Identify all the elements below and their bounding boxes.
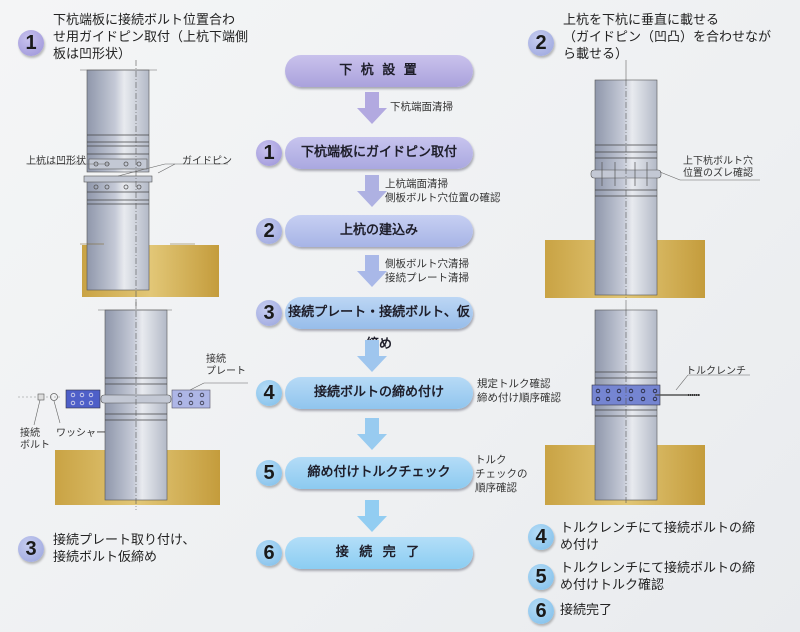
step-3-caption: 接続プレート取り付け、 接続ボルト仮締め <box>53 533 196 565</box>
down-arrow-icon <box>357 175 387 207</box>
flow-step-pile-install: 下 杭 設 置 <box>285 55 473 87</box>
flow-step-6-badge: 6 <box>256 540 282 566</box>
bolt-icon <box>37 393 45 401</box>
label-bolt-hole-check: 上下杭ボルト穴 位置のズレ確認 <box>683 156 753 179</box>
down-arrow-icon <box>357 92 387 124</box>
arrow-note-1: 下杭端面清掃 <box>390 101 453 113</box>
step-1-illustration <box>28 60 228 310</box>
list-item-4-badge: 4 <box>528 524 554 550</box>
flow-step-4-badge: 4 <box>256 380 282 406</box>
arrow-note-3: 側板ボルト穴清掃 接続プレート清掃 <box>385 258 469 284</box>
side-note-step-4: 規定トルク確認 締め付け順序確認 <box>477 378 561 404</box>
flow-step-1: 下杭端板にガイドピン取付 <box>285 137 473 169</box>
step-2-caption: 上杭を下杭に垂直に載せる （ガイドピン（凹凸）を合わせなが ら載せる） <box>563 13 772 62</box>
step-2-illustration <box>545 60 760 300</box>
step-1-caption: 下杭端板に接続ボルト位置合わ せ用ガイドピン取付（上杭下端側 板は凹形状） <box>53 13 249 62</box>
washer-icon <box>50 393 58 401</box>
connection-plate-left <box>65 389 101 409</box>
arrow-note-2: 上杭端面清掃 側板ボルト穴位置の確認 <box>385 178 501 204</box>
label-connection-plate: 接続 プレート <box>206 354 246 377</box>
label-torque-wrench: トルクレンチ <box>686 366 746 377</box>
step-2-badge: 2 <box>528 30 554 56</box>
list-item-5-text: トルクレンチにて接続ボルトの締 め付けトルク確認 <box>560 561 756 593</box>
label-guide-pin: ガイドピン <box>182 156 232 167</box>
label-connection-bolt: 接続 ボルト <box>20 428 50 451</box>
list-item-5-badge: 5 <box>528 564 554 590</box>
step-3-badge: 3 <box>18 536 44 562</box>
down-arrow-icon <box>357 340 387 372</box>
step-3-illustration <box>18 300 248 510</box>
flow-step-6: 接 続 完 了 <box>285 537 473 569</box>
down-arrow-icon <box>357 418 387 450</box>
flow-step-1-badge: 1 <box>256 140 282 166</box>
flow-step-2-badge: 2 <box>256 218 282 244</box>
down-arrow-icon <box>357 255 387 287</box>
upper-pile <box>86 69 150 173</box>
connection-plate-right <box>171 389 211 409</box>
flow-step-5: 締め付けトルクチェック <box>285 457 473 489</box>
flow-step-2: 上杭の建込み <box>285 215 473 247</box>
step-4-illustration <box>545 300 750 505</box>
lower-pile <box>86 179 150 291</box>
list-item-6-badge: 6 <box>528 598 554 624</box>
flow-step-5-badge: 5 <box>256 460 282 486</box>
list-item-6-text: 接続完了 <box>560 603 613 618</box>
flow-step-4: 接続ボルトの締め付け <box>285 377 473 409</box>
label-upper-concave: 上杭は凹形状 <box>26 156 86 167</box>
flow-step-3: 接続プレート・接続ボルト、仮締め <box>285 297 473 352</box>
label-washer: ワッシャー <box>56 428 106 439</box>
side-note-step-5: トルク チェックの 順序確認 <box>475 454 528 494</box>
list-item-4-text: トルクレンチにて接続ボルトの締 め付け <box>560 521 756 553</box>
down-arrow-icon <box>357 500 387 532</box>
flow-step-3-badge: 3 <box>256 300 282 326</box>
step-1-badge: 1 <box>18 30 44 56</box>
